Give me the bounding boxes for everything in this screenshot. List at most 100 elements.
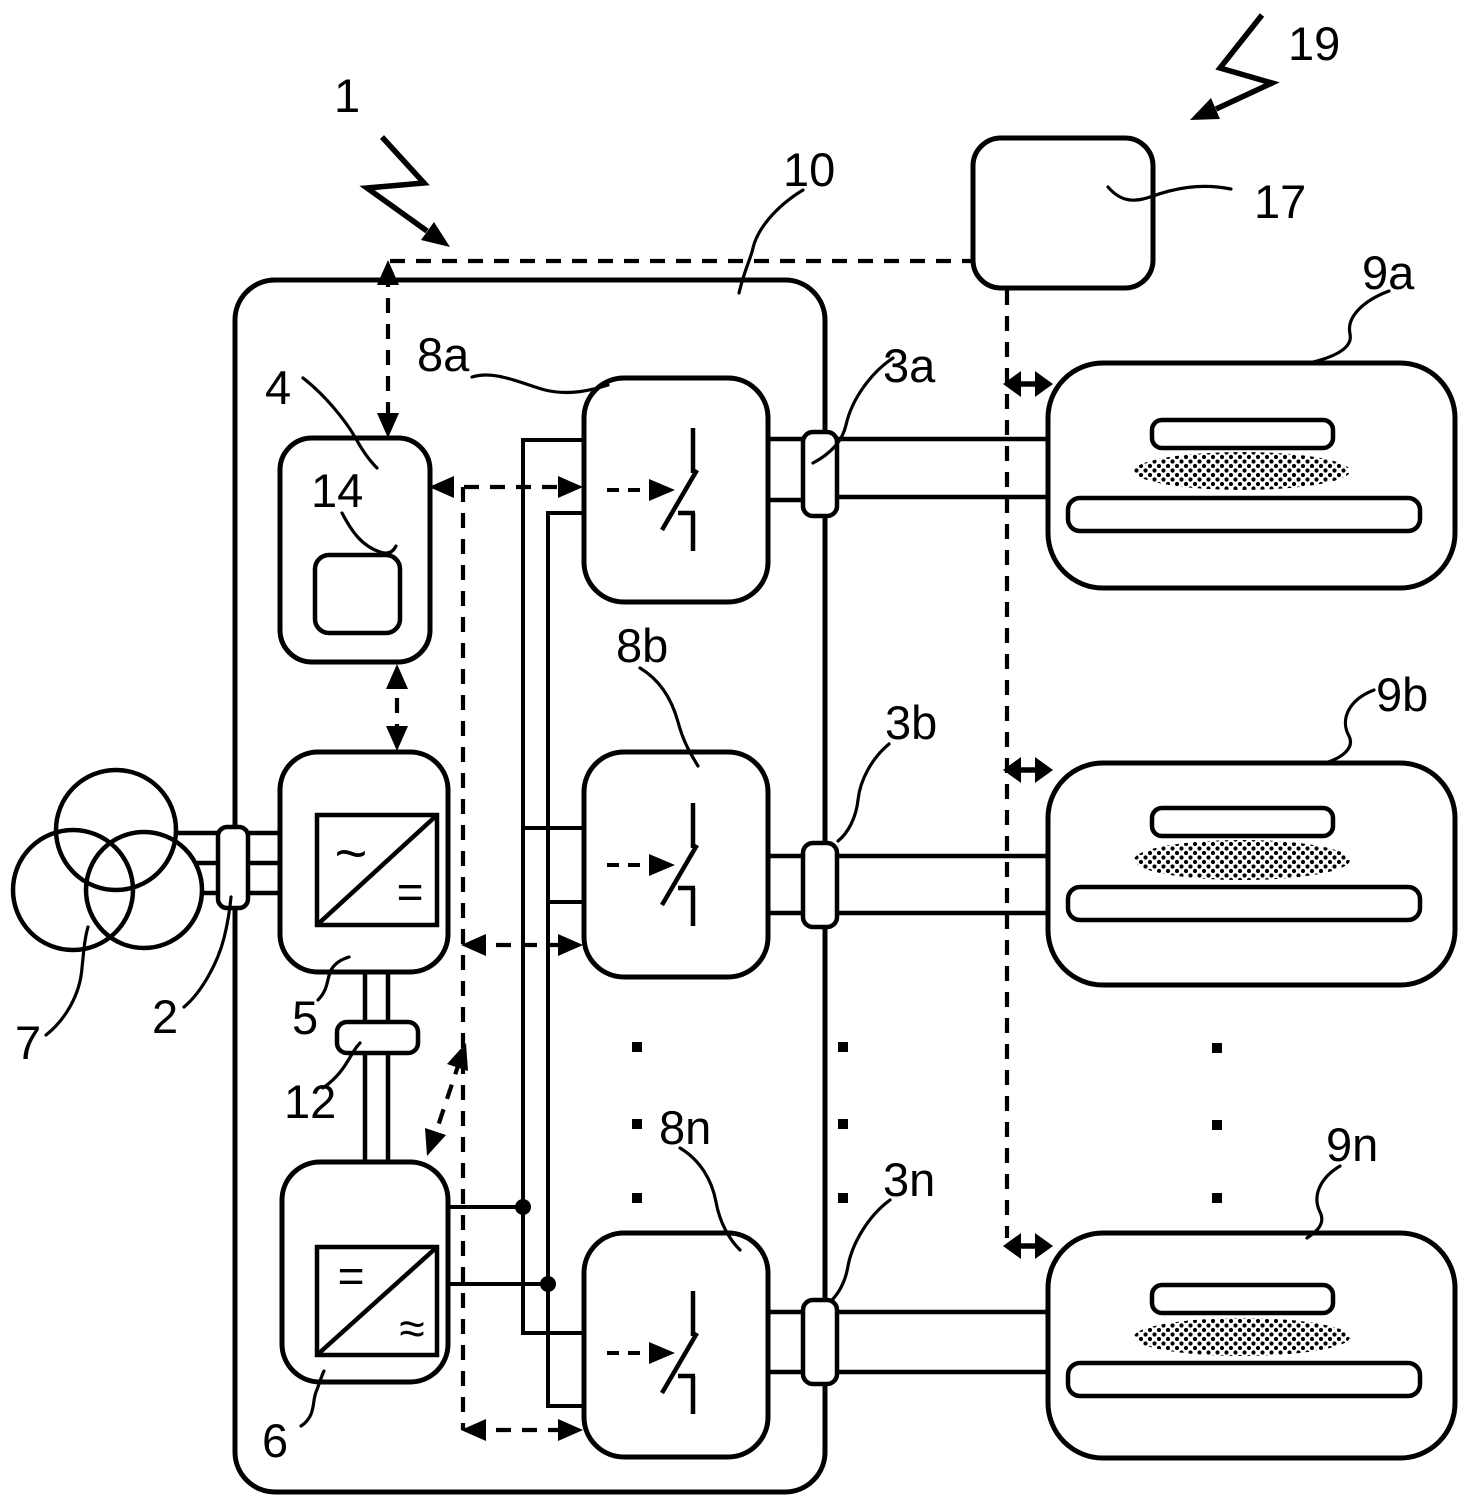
arrowhead-up bbox=[386, 664, 408, 689]
dc-ac-converter-symbol-frame bbox=[314, 1244, 440, 1358]
dc-ac-converter-diagonal bbox=[315, 1245, 439, 1357]
label-dc-ac-converter: 6 bbox=[262, 1414, 288, 1467]
arrowhead bbox=[421, 222, 450, 247]
leader-14 bbox=[340, 511, 398, 555]
control-inverter-arrow bbox=[425, 1043, 468, 1156]
leader-17 bbox=[1106, 184, 1233, 202]
label-ac-dc-converter: 5 bbox=[292, 991, 318, 1044]
dc-ac-converter-box bbox=[279, 1159, 451, 1385]
leader-8n bbox=[678, 1146, 742, 1252]
leader-7 bbox=[44, 925, 90, 1037]
label-grid-transformer: 7 bbox=[15, 1016, 41, 1069]
bolt-line bbox=[1214, 13, 1280, 112]
label-vehicle-a: 9a bbox=[1362, 246, 1415, 299]
ac-dc-converter-diagonal bbox=[315, 813, 439, 927]
control-module-box bbox=[312, 552, 403, 636]
label-wireless-link: 19 bbox=[1288, 17, 1340, 70]
vehicle-n-slot bbox=[1149, 1282, 1336, 1316]
dc-bus-line-2 bbox=[546, 511, 584, 1408]
grid-phase-lines bbox=[176, 830, 280, 896]
charge-connector-a bbox=[800, 429, 840, 519]
grid-transformer-icon bbox=[10, 767, 205, 953]
transformer-circle-top bbox=[53, 767, 179, 893]
ac-approx-symbol: ≈ bbox=[399, 1302, 424, 1354]
switch-unit-a bbox=[581, 375, 771, 605]
controller-rectifier-arrow bbox=[386, 664, 408, 751]
label-charging-station: 10 bbox=[783, 143, 835, 196]
transformer-circle-left bbox=[10, 827, 136, 953]
arrowhead bbox=[649, 479, 675, 501]
leader-4 bbox=[301, 376, 379, 470]
switch-box-n bbox=[581, 1230, 771, 1460]
mobile-device-box bbox=[970, 135, 1156, 291]
vehicle-a-slot bbox=[1149, 417, 1336, 451]
leader-8b bbox=[638, 666, 700, 768]
continuation-dots bbox=[632, 1042, 1222, 1203]
ac-dc-converter-symbol-frame bbox=[314, 812, 440, 928]
arrowhead-right bbox=[1035, 757, 1053, 783]
control-switch-b-arrow bbox=[461, 934, 583, 956]
label-system: 1 bbox=[334, 69, 360, 122]
vehicle-n bbox=[1045, 1230, 1458, 1461]
arrowhead bbox=[649, 854, 675, 876]
dc-link-lines bbox=[362, 972, 391, 1162]
vehicle-box-n bbox=[1045, 1230, 1458, 1461]
charge-cable-b bbox=[768, 853, 1048, 916]
arrowhead-down bbox=[425, 1128, 446, 1156]
leader-lines bbox=[44, 184, 1391, 1428]
leader-12 bbox=[321, 1041, 362, 1090]
label-charge-connector-a: 3a bbox=[883, 339, 936, 392]
leader-3b bbox=[836, 742, 891, 843]
label-mobile-device: 17 bbox=[1254, 175, 1306, 228]
arrowhead-down bbox=[377, 413, 399, 438]
junction-dot bbox=[515, 1199, 531, 1215]
vehicle-n-bar bbox=[1065, 1360, 1423, 1399]
arrowhead-up bbox=[377, 260, 399, 285]
wireless-link-bolt-icon bbox=[1190, 13, 1280, 120]
leader-3a bbox=[811, 356, 895, 465]
vehicle-b-bar bbox=[1065, 884, 1423, 923]
label-charge-connector-b: 3b bbox=[885, 696, 937, 749]
arrowhead-left bbox=[1003, 757, 1021, 783]
label-control-module: 14 bbox=[311, 464, 363, 517]
switch-unit-n bbox=[581, 1230, 771, 1460]
vehicle-a-bar bbox=[1065, 495, 1423, 534]
label-switch-b: 8b bbox=[616, 619, 668, 672]
charge-connector-b bbox=[800, 840, 840, 930]
switch-unit-b bbox=[581, 749, 771, 980]
antenna-link-arrow bbox=[377, 260, 399, 438]
dc-link-filter bbox=[334, 1019, 421, 1056]
arrowhead bbox=[1190, 98, 1220, 120]
dc-bus-lines bbox=[448, 438, 584, 1408]
charge-cable-n bbox=[768, 1309, 1048, 1375]
breaker-icon bbox=[660, 1291, 699, 1414]
vehicle-box-b bbox=[1045, 760, 1458, 988]
charge-connector-n bbox=[800, 1297, 840, 1387]
arrowhead-left bbox=[461, 934, 486, 956]
arrowhead-right bbox=[1035, 371, 1053, 397]
leader-5 bbox=[316, 955, 351, 1002]
label-control-unit: 4 bbox=[265, 361, 291, 414]
arrowhead-right bbox=[558, 476, 583, 498]
breaker-icon bbox=[660, 803, 699, 926]
label-dc-link-filter: 12 bbox=[284, 1075, 336, 1128]
wireless-exchange-arrow-b bbox=[1003, 757, 1053, 783]
grid-connector bbox=[215, 824, 251, 911]
charging-station-box bbox=[232, 277, 828, 1495]
dc-bus-line-1 bbox=[521, 438, 584, 1335]
arrowhead-left bbox=[461, 1419, 486, 1441]
vehicle-box-a bbox=[1045, 360, 1458, 591]
leader-6 bbox=[299, 1369, 326, 1428]
label-switch-n: 8n bbox=[659, 1101, 711, 1154]
leader-9a bbox=[1307, 289, 1391, 365]
controller-switch-a-arrow bbox=[429, 476, 583, 498]
vehicle-a bbox=[1045, 360, 1458, 591]
arrowhead bbox=[649, 1342, 675, 1364]
charge-cable-a bbox=[768, 436, 1048, 503]
arrowhead-down bbox=[386, 726, 408, 751]
dc-symbol: = bbox=[338, 1250, 365, 1302]
junction-dot bbox=[540, 1276, 556, 1292]
arrowhead-right bbox=[1035, 1233, 1053, 1259]
